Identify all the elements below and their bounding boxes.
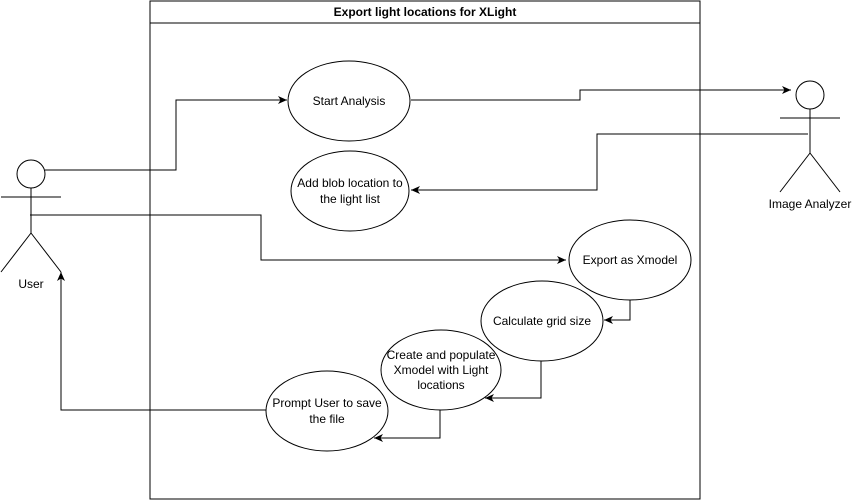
actor-user-label: User — [18, 277, 43, 291]
use-case-start-analysis[interactable]: Start Analysis — [287, 60, 411, 142]
use-case-label: the light list — [320, 192, 381, 206]
connector-start-analysis-image-analyzer — [411, 86, 791, 101]
system-title: Export light locations for XLight — [334, 5, 517, 19]
use-case-export-as-xmodel[interactable]: Export as Xmodel — [568, 219, 692, 301]
connector-create-prompt — [374, 408, 441, 442]
connector-calc-grid-create — [485, 358, 542, 402]
actor-user[interactable] — [0, 159, 62, 273]
use-case-label: Xmodel with Light — [394, 363, 489, 377]
use-case-create-and-populate[interactable]: Create and populate Xmodel with Light lo… — [380, 329, 502, 411]
use-case-label: the file — [309, 412, 345, 426]
actor-image-analyzer-head — [795, 80, 825, 110]
use-case-calculate-grid-size[interactable]: Calculate grid size — [480, 280, 604, 362]
actor-image-analyzer-label: Image Analyzer — [769, 197, 852, 211]
use-case-label: Calculate grid size — [493, 314, 591, 328]
connector-user-start-analysis — [45, 96, 287, 171]
use-case-label: locations — [417, 378, 464, 392]
use-case-label: Add blob location to — [297, 176, 403, 190]
use-case-label: Prompt User to save — [272, 396, 382, 410]
connector-user-export-xmodel — [30, 214, 566, 264]
connector-prompt-user — [57, 272, 266, 411]
use-case-label: Create and populate — [387, 348, 496, 362]
use-case-prompt-user-to-save[interactable]: Prompt User to save the file — [265, 370, 389, 452]
use-case-add-blob-location[interactable]: Add blob location to the light list — [290, 150, 410, 232]
actor-user-head — [16, 159, 46, 189]
use-case-label: Start Analysis — [313, 94, 386, 108]
connector-image-analyzer-add-blob — [411, 133, 808, 194]
actor-image-analyzer[interactable] — [779, 80, 841, 193]
use-case-label: Export as Xmodel — [583, 253, 678, 267]
